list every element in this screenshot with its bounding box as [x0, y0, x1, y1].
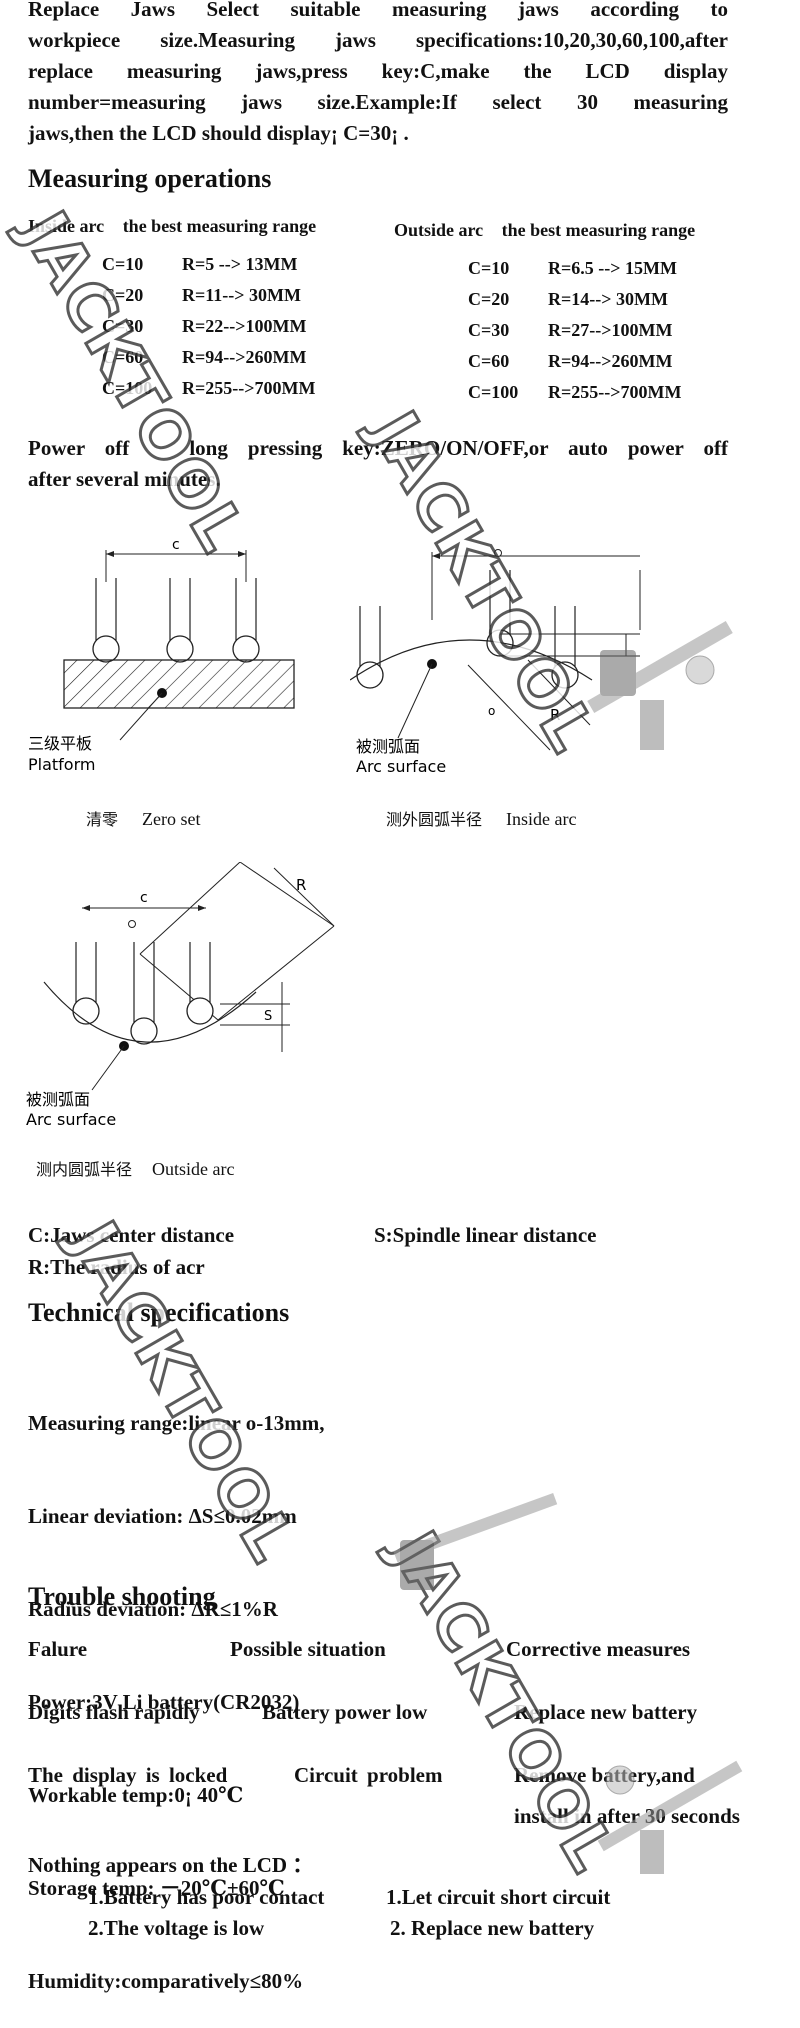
trouble-row-2-falure: The display is locked [28, 1763, 228, 1787]
list-item: Storage temp: －20℃±60℃ [28, 1876, 285, 1900]
intro-line: number=measuring jaws size.Example:If se… [28, 90, 728, 114]
list-item: Radius deviation: ΔR≤1%R [28, 1597, 278, 1621]
zero-set-diagram: c 三级平板 Platform [28, 537, 295, 774]
trouble-row-1-falure: Digits flash rapidly [28, 1700, 200, 1724]
intro-line: Replace Jaws Select suitable measuring j… [28, 0, 728, 21]
cause-1a: 1.Battery has poor contact [88, 1885, 325, 1909]
legend-c: C:Jaws center distance [28, 1223, 235, 1247]
inside-arc-diagram: R o 被测弧面 Arc surface [350, 549, 641, 776]
platform-en-label: Platform [28, 755, 95, 774]
cause-2b: 2. Replace new battery [390, 1916, 595, 1940]
power-paragraph: Power off long pressing key:ZERO/ON/OFF,… [28, 433, 728, 495]
trouble-row-2-measure: Remove battery,and [514, 1763, 695, 1787]
inside-arc-label: Inside arc [28, 216, 105, 236]
zero-set-caption: 清零 Zero set [86, 809, 201, 829]
outside-dim-c-label: c [140, 890, 148, 906]
outside-arc-caption: 测内圆弧半径 Outside arc [36, 1159, 235, 1179]
list-item: Linear deviation: ΔS≤0.02mm [28, 1504, 297, 1528]
caliper-watermark-icon [587, 620, 733, 750]
legend-r: R:The radius of acr [28, 1255, 205, 1279]
outside-arc-en-label: Arc surface [26, 1110, 116, 1129]
dim-c-label: c [172, 537, 180, 553]
outside-arc-table: Outside arc the best measuring range [394, 220, 695, 241]
intro-line: replace measuring jaws,press key:C,make … [28, 59, 728, 83]
inside-range-label: the best measuring range [122, 216, 317, 236]
power-line: after several minutes. [28, 467, 221, 491]
trouble-header-situation: Possible situation [230, 1637, 386, 1661]
caliper-watermark-icon [393, 1493, 558, 1590]
list-item: Humidity:comparatively≤80% [28, 1969, 304, 1993]
intro-paragraph: Replace Jaws Select suitable measuring j… [28, 0, 728, 149]
dim-r-label: R [550, 706, 560, 724]
trouble-row-1-measure: Replace new battery [514, 1700, 698, 1724]
power-line: Power off long pressing key:ZERO/ON/OFF,… [28, 436, 728, 460]
trouble-row-2-situation: Circuit problem [294, 1763, 443, 1787]
outside-arc-label: Outside arc [394, 220, 484, 240]
outside-arc-cn-label: 被测弧面 [26, 1090, 90, 1109]
platform-cn-label: 三级平板 [28, 734, 92, 753]
dim-o-label: o [488, 704, 495, 718]
inside-arc-cn-label: 被测弧面 [356, 737, 420, 756]
cause-1b: 1.Let circuit short circuit [386, 1885, 611, 1909]
inside-arc-caption: 测外圆弧半径 Inside arc [386, 809, 577, 829]
legend-s: S:Spindle linear distance [374, 1223, 597, 1247]
outside-arc-diagram: R c S 被测弧面 Arc surface [26, 862, 335, 1129]
trouble-header-measures: Corrective measures [506, 1637, 691, 1661]
trouble-heading: Trouble shooting [28, 1582, 216, 1611]
caliper-watermark-icon [597, 1760, 743, 1874]
trouble-row-1-situation: Battery power low [262, 1700, 428, 1724]
intro-line: jaws,then the LCD should display¡ C=30¡ … [28, 121, 409, 145]
outside-range-label: the best measuring range [501, 220, 696, 240]
list-item: Measuring range:linear o-13mm, [28, 1411, 325, 1435]
dim-s-label: S [264, 1009, 272, 1024]
inside-arc-en-label: Arc surface [356, 757, 446, 776]
list-item: Workable temp:0¡ 40℃ [28, 1783, 244, 1807]
cause-2a: 2.The voltage is low [88, 1916, 265, 1940]
trouble-header-falure: Falure [28, 1637, 88, 1661]
intro-line: workpiece size.Measuring jaws specificat… [28, 28, 728, 52]
list-item: Power:3V Li battery(CR2032) [28, 1690, 300, 1714]
measuring-heading: Measuring operations [28, 164, 272, 193]
outside-dim-r-label: R [296, 876, 306, 894]
inside-arc-table: Inside arc the best measuring range [28, 216, 316, 237]
tech-heading: Technical specifications [28, 1298, 290, 1327]
nothing-appears-line: Nothing appears on the LCD ： [28, 1853, 314, 1877]
